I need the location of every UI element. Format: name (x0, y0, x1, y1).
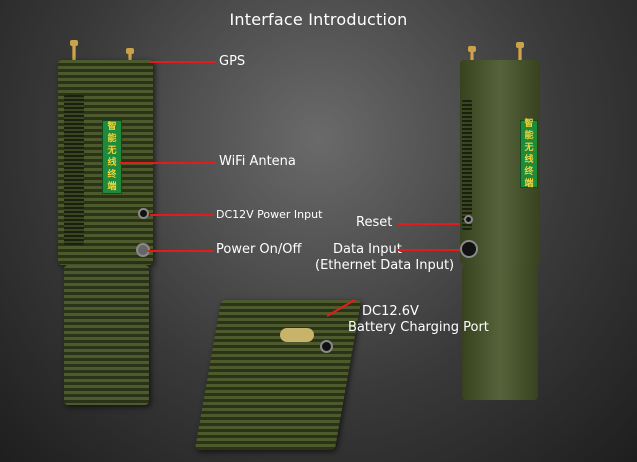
left-device: 智能无线终端 (58, 40, 153, 405)
reset-button (464, 215, 473, 224)
vent-grille (64, 95, 84, 245)
device-label-tag: 智能无线终端 (102, 120, 122, 194)
antenna-right-top-r (516, 42, 524, 64)
antenna-right-top (126, 48, 134, 64)
data-input-label: Data Input (333, 242, 402, 257)
charging-voltage-label: DC12.6V (362, 304, 419, 319)
power-label: Power On/Off (216, 242, 302, 257)
gps-callout-line (150, 61, 216, 63)
battery-pack (194, 300, 362, 450)
charging-port-label: Battery Charging Port (348, 320, 489, 335)
reset-label: Reset (356, 215, 393, 230)
page-title: Interface Introduction (229, 10, 408, 29)
data-input-callout-line (397, 249, 460, 251)
battery-label (280, 328, 314, 342)
right-device: 智能无线终端 (460, 42, 540, 400)
vent-grille-r (462, 100, 472, 230)
ethernet-port (460, 240, 478, 258)
wifi-callout-line (120, 162, 216, 164)
dc12v-label: DC12V Power Input (216, 208, 323, 221)
data-input-sublabel: (Ethernet Data Input) (315, 258, 455, 273)
gps-label: GPS (219, 54, 246, 69)
antenna-left-top-r (468, 46, 476, 62)
dc12v-port (138, 208, 149, 219)
charging-port (320, 340, 333, 353)
wifi-label: WiFi Antena (219, 154, 296, 169)
reset-callout-line (398, 223, 460, 225)
device-label-tag-r: 智能无线终端 (520, 119, 538, 189)
antenna-left-top (70, 40, 78, 64)
power-callout-line (148, 250, 214, 252)
dc12v-callout-line (150, 214, 214, 216)
